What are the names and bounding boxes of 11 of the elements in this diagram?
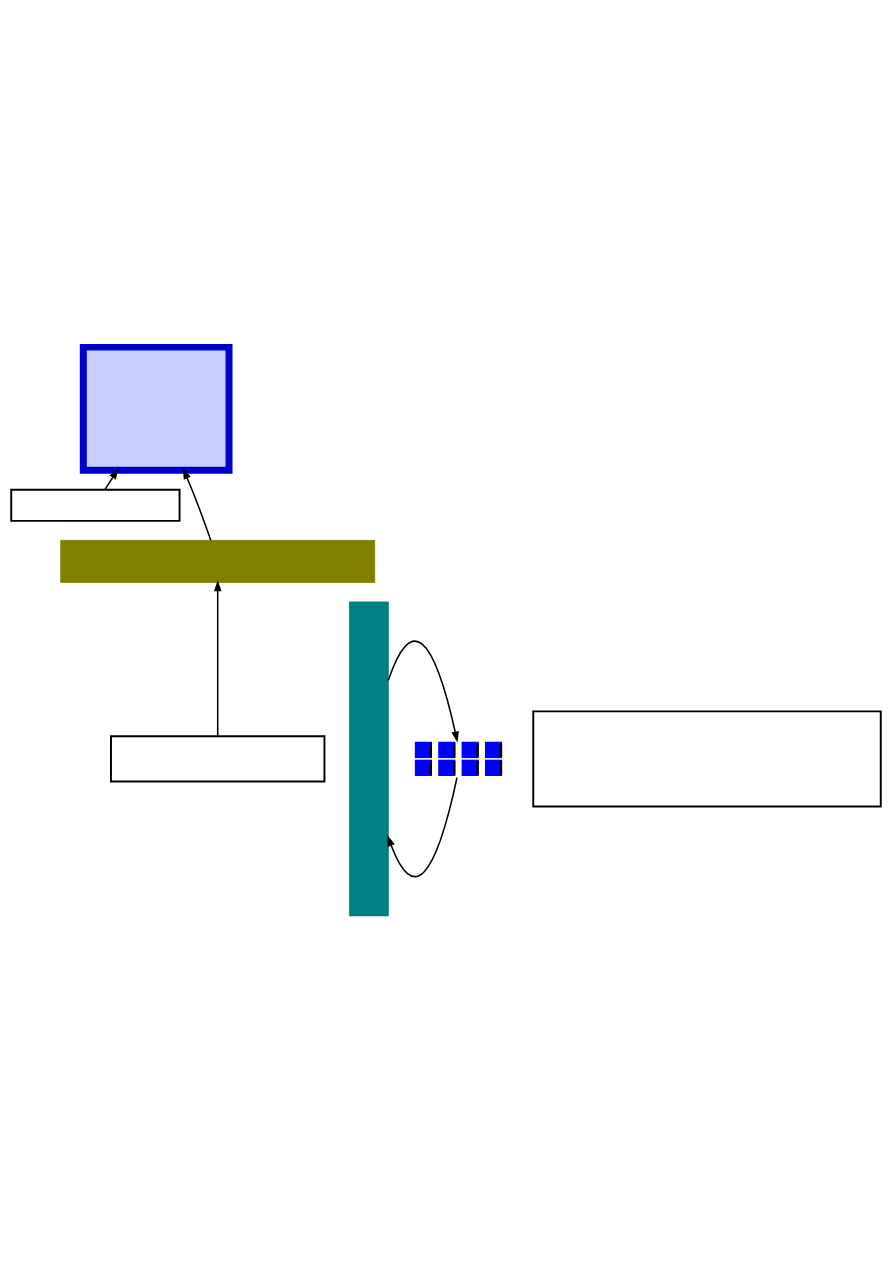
- node-box: [79, 344, 233, 474]
- arrow: [387, 640, 459, 743]
- node-box: [110, 735, 326, 783]
- node-bar: [60, 539, 376, 583]
- node-bar: [349, 601, 389, 917]
- node-box: [532, 710, 882, 808]
- arrow: [104, 468, 119, 491]
- arrow: [183, 468, 212, 542]
- node-box: [10, 488, 181, 522]
- arrow: [213, 580, 222, 737]
- arrow: [387, 776, 458, 878]
